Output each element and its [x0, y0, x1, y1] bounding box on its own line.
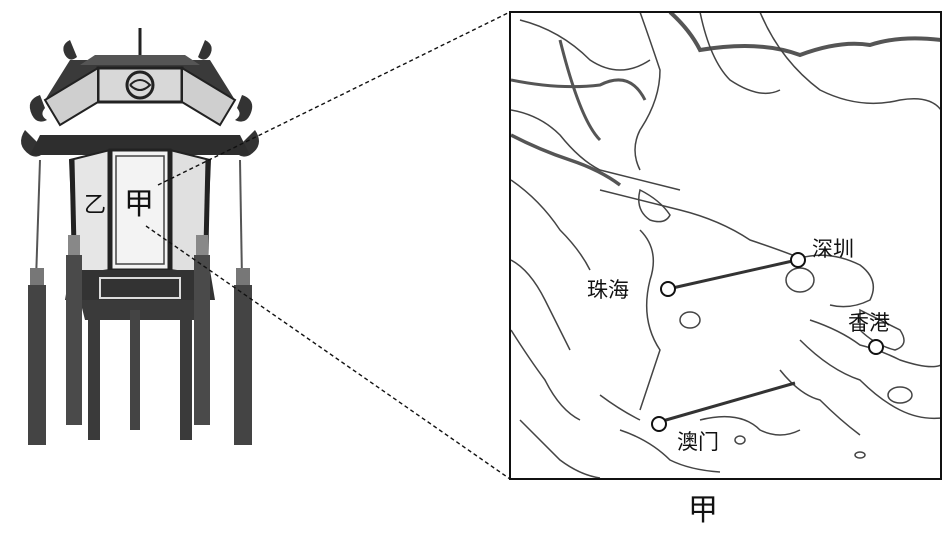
city-label-shenzhen: 深圳: [812, 237, 854, 261]
bridge-macau-hongkong: [658, 381, 796, 424]
map-caption: 甲: [688, 493, 718, 528]
panel-label-jia: 甲: [124, 187, 154, 222]
panel-label-yi: 乙: [84, 193, 106, 218]
palace-lantern-illustration: 乙 甲: [21, 28, 259, 445]
boundary-line: [511, 133, 622, 187]
city-marker-macau: [651, 416, 667, 432]
city-label-hongkong: 香港: [848, 311, 890, 335]
bridge-zhuhai-shenzhen: [667, 258, 798, 291]
city-label-macau: 澳门: [677, 430, 719, 454]
boundary-line: [668, 13, 940, 58]
city-marker-shenzhen: [790, 252, 806, 268]
city-label-zhuhai: 珠海: [587, 278, 629, 302]
boundary-line: [558, 39, 602, 142]
city-marker-hongkong: [868, 339, 884, 355]
pearl-river-delta-map: 珠海 深圳 香港 澳门 甲: [509, 11, 942, 528]
callout-lines: [145, 11, 511, 480]
city-marker-zhuhai: [660, 281, 676, 297]
boundary-line: [511, 78, 647, 101]
